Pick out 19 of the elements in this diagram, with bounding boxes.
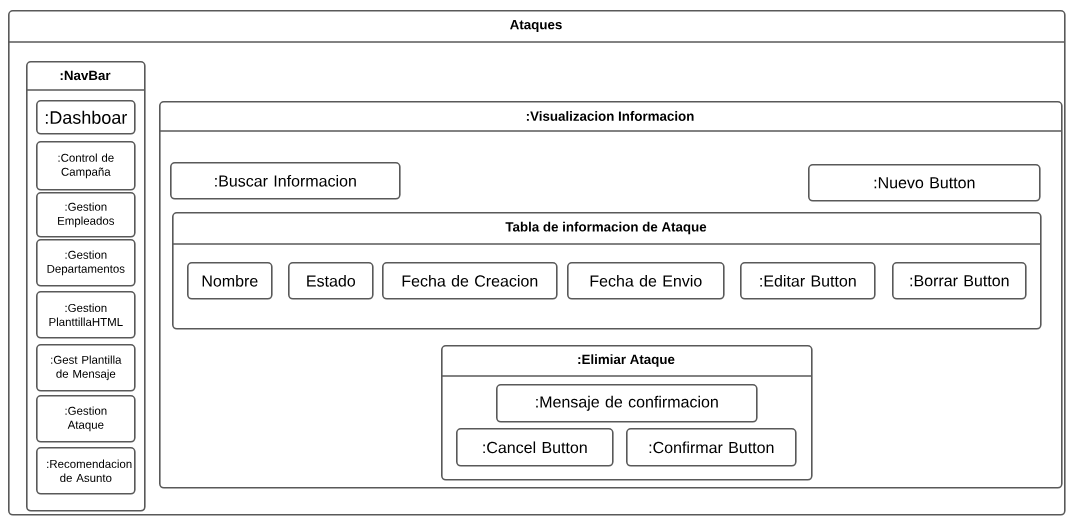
component-box: :Nuevo Button	[808, 164, 1041, 202]
menu-item-box: :Gestion Departamentos	[36, 239, 136, 287]
component-box: Estado	[288, 262, 374, 300]
component-box: Fecha de Envio	[567, 262, 725, 300]
menu-item-box: :Recomendacion de Asunto	[36, 447, 136, 495]
component-box: Fecha de Creacion	[382, 262, 558, 300]
component-box: Nombre	[187, 262, 273, 300]
menu-item-box: :Gestion Empleados	[36, 192, 136, 238]
menu-item-box: :Gest Plantilla de Mensaje	[36, 344, 136, 392]
component-box: :Borrar Button	[892, 262, 1027, 300]
component-box: :Editar Button	[740, 262, 876, 300]
component-box: :Cancel Button	[456, 428, 614, 467]
menu-item-box: :Gestion PlanttillaHTML	[36, 291, 136, 339]
component-box: :Buscar Informacion	[170, 162, 401, 200]
menu-item-box: :Gestion Ataque	[36, 395, 136, 443]
menu-item-box: :Dashboar	[36, 100, 136, 135]
component-box: :Mensaje de confirmacion	[496, 384, 758, 423]
component-box: :Confirmar Button	[626, 428, 797, 467]
menu-item-box: :Control de Campaña	[36, 141, 136, 191]
